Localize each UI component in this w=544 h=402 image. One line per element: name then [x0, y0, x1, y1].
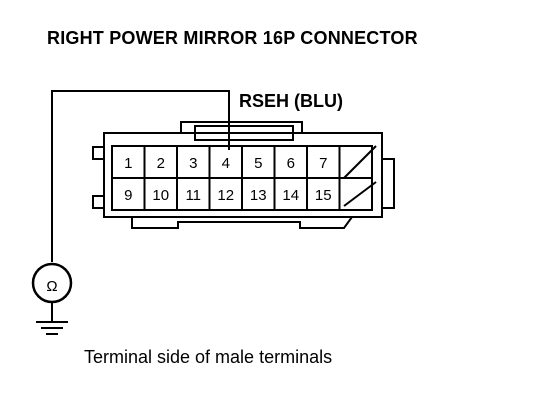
ground-icon [36, 302, 68, 335]
probe-wire [51, 90, 230, 262]
connector-housing [92, 121, 395, 229]
terminal-number: 14 [282, 187, 299, 204]
terminal-number: 5 [254, 155, 262, 172]
diagram-caption: Terminal side of male terminals [84, 347, 333, 367]
terminal-cell [338, 145, 373, 179]
terminal-number: 13 [250, 187, 267, 204]
terminal-number: 15 [315, 187, 332, 204]
terminal-number: 12 [217, 187, 234, 204]
terminal-number: 4 [222, 155, 230, 172]
terminal-number: 3 [189, 155, 197, 172]
terminal-number: 10 [152, 187, 169, 204]
ohmmeter-icon: Ω [31, 262, 73, 304]
ohm-symbol: Ω [46, 278, 57, 295]
terminal-cell [338, 177, 373, 211]
probe-wire-label: RSEH (BLU) [239, 91, 343, 111]
terminal-number: 11 [185, 187, 201, 204]
terminal-number: 2 [157, 155, 165, 172]
dead-cavities [343, 145, 377, 207]
terminal-number: 7 [319, 155, 327, 172]
terminal-number: 6 [287, 155, 295, 172]
diagram-title: RIGHT POWER MIRROR 16P CONNECTOR [47, 28, 418, 48]
terminal-number: 9 [124, 187, 132, 204]
terminal-number: 1 [124, 155, 132, 172]
